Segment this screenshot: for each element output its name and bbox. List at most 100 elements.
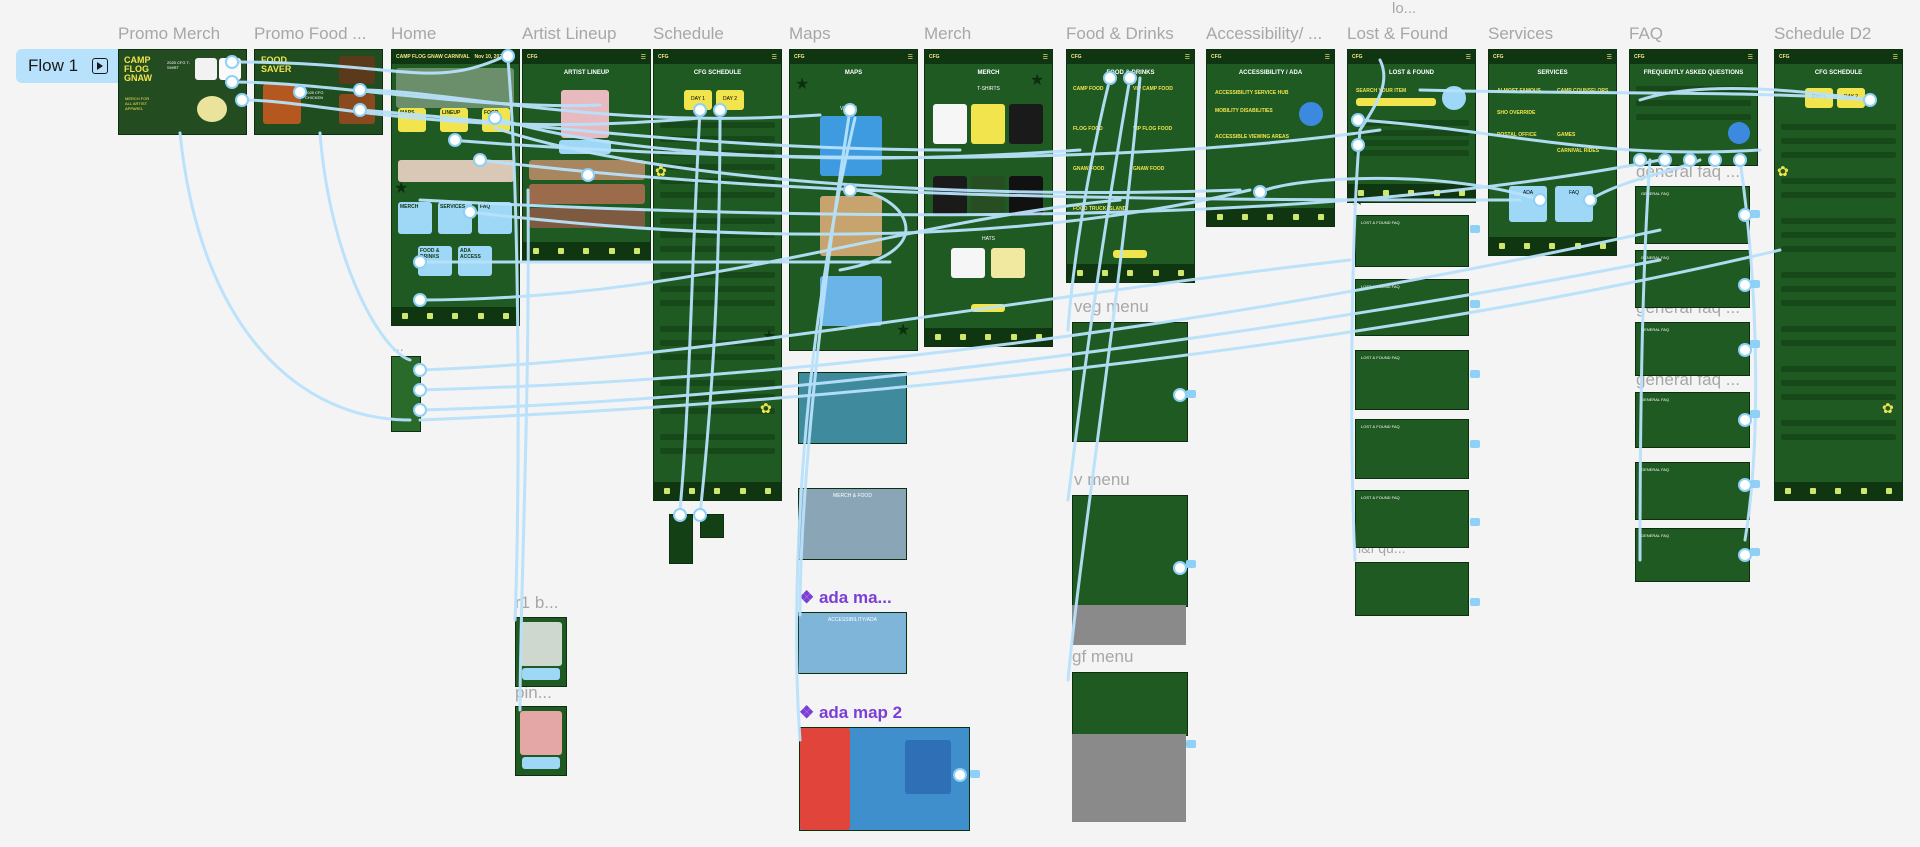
frame-label-lost-found[interactable]: Lost & Found	[1347, 24, 1449, 43]
schedule-d2-row[interactable]	[1781, 286, 1896, 292]
frame-merch[interactable]: CFG☰ MERCH T-SHIRTS HATS	[924, 49, 1053, 347]
schedule-row[interactable]	[660, 286, 775, 292]
frame-general-faq-2[interactable]: GENERAL FAQ	[1635, 250, 1750, 308]
schedule-row[interactable]	[660, 178, 775, 184]
services-faq-tile[interactable]: FAQ	[1555, 186, 1593, 222]
featured-artist-image[interactable]	[561, 90, 609, 138]
schedule-row[interactable]	[660, 434, 775, 440]
schedule-d2-row[interactable]	[1781, 218, 1896, 224]
service-item[interactable]: POSTAL OFFICE	[1497, 132, 1537, 138]
frame-gf-menu[interactable]	[1072, 672, 1188, 736]
schedule-row[interactable]	[660, 340, 775, 346]
hamburger-menu-icon[interactable]: ☰	[907, 54, 913, 61]
hamburger-menu-icon[interactable]: ☰	[1042, 54, 1048, 61]
schedule-d2-row[interactable]	[1781, 340, 1896, 346]
frame-schedule[interactable]: CFG☰ CFG SCHEDULE DAY 1 DAY 2	[653, 49, 782, 501]
frame-map-venue[interactable]	[798, 372, 907, 444]
food-bottom-nav[interactable]	[1067, 264, 1194, 282]
frame-general-faq-3[interactable]: GENERAL FAQ	[1635, 322, 1750, 376]
lost-found-row[interactable]	[1354, 140, 1469, 146]
frame-label-schedule-d2[interactable]: Schedule D2	[1774, 24, 1872, 43]
lost-found-search-input[interactable]	[1356, 98, 1436, 106]
ada-item[interactable]: ACCESSIBILITY SERVICE HUB	[1215, 90, 1289, 96]
schedule-row[interactable]	[660, 136, 775, 142]
food-item[interactable]: GNAW FOOD	[1133, 166, 1165, 172]
frame-r1-artist-card[interactable]	[515, 617, 567, 687]
frame-general-faq-5[interactable]: GENERAL FAQ	[1635, 462, 1750, 520]
merch-tshirt-2[interactable]	[971, 104, 1005, 144]
frame-label-promo-food[interactable]: Promo Food ...	[254, 24, 367, 43]
merch-hat-1[interactable]	[951, 248, 985, 278]
frame-lost-found-faq-4[interactable]: LOST & FOUND FAQ	[1355, 419, 1469, 479]
frame-maps[interactable]: CFG☰ MAPS VENUE	[789, 49, 918, 351]
home-tile-food[interactable]: FOOD	[482, 108, 510, 132]
schedule-d2-row[interactable]	[1781, 366, 1896, 372]
hamburger-menu-icon[interactable]: ☰	[1184, 54, 1190, 61]
merch-tshirt-3[interactable]	[1009, 104, 1043, 144]
home-bottom-nav[interactable]	[392, 307, 519, 325]
schedule-d2-bottom-nav[interactable]	[1775, 482, 1902, 500]
frame-label-lo[interactable]: lo...	[1392, 0, 1417, 17]
hamburger-menu-icon[interactable]: ☰	[509, 54, 515, 61]
frame-label-schedule[interactable]: Schedule	[653, 24, 724, 43]
food-item[interactable]: GNAW FOOD	[1073, 166, 1105, 172]
nav-info-icon[interactable]	[503, 313, 510, 319]
faq-row[interactable]	[1636, 100, 1751, 106]
frame-accessibility[interactable]: CFG☰ ACCESSIBILITY / ADA ACCESSIBILITY S…	[1206, 49, 1335, 227]
merch-bottom-nav[interactable]	[925, 328, 1052, 346]
frame-schedule-mini-2[interactable]	[700, 514, 724, 538]
component-label-ada-map[interactable]: ❖ ada ma...	[799, 588, 892, 607]
frame-schedule-d2[interactable]: CFG☰ CFG SCHEDULE DAY 1 DAY 2	[1774, 49, 1903, 501]
hamburger-menu-icon[interactable]: ☰	[1324, 54, 1330, 61]
faq-row[interactable]	[1636, 114, 1751, 120]
schedule-d2-row[interactable]	[1781, 124, 1896, 130]
frame-label-services[interactable]: Services	[1488, 24, 1554, 43]
frame-map-ada[interactable]: ACCESSIBILITY/ADA	[798, 612, 907, 674]
merch-hoodie-1[interactable]	[933, 176, 967, 216]
schedule-row[interactable]	[660, 232, 775, 238]
frame-lost-found-faq-6[interactable]	[1355, 562, 1469, 616]
frame-v-menu[interactable]	[1072, 495, 1188, 607]
merch-view-all-button[interactable]	[971, 304, 1005, 312]
food-item[interactable]: VIP CAMP FOOD	[1133, 86, 1173, 92]
frame-label-veg-menu[interactable]: veg menu	[1074, 297, 1149, 316]
schedule-d2-day-1-button[interactable]: DAY 1	[1805, 88, 1833, 108]
schedule-row[interactable]	[660, 394, 775, 400]
hamburger-menu-icon[interactable]: ☰	[1606, 54, 1612, 61]
frame-label-faq[interactable]: FAQ	[1629, 24, 1664, 43]
ada-item[interactable]: MOBILITY DISABILITIES	[1215, 108, 1273, 114]
schedule-row[interactable]	[660, 122, 775, 128]
merch-food-map-thumbnail[interactable]	[820, 196, 882, 256]
food-item[interactable]: CAMP FOOD	[1073, 86, 1104, 92]
component-label-ada-map-2[interactable]: ❖ ada map 2	[799, 703, 903, 722]
home-tile-services[interactable]: SERVICES	[438, 202, 472, 234]
frame-services[interactable]: CFG☰ SERVICES ALMOST FAMOUS CAMP COUNSEL…	[1488, 49, 1617, 256]
schedule-d2-row[interactable]	[1781, 420, 1896, 426]
services-bottom-nav[interactable]	[1489, 237, 1616, 255]
schedule-row[interactable]	[660, 192, 775, 198]
schedule-row[interactable]	[660, 164, 775, 170]
schedule-row[interactable]	[660, 380, 775, 386]
service-item[interactable]: CARNIVAL RIDES	[1557, 148, 1600, 154]
search-icon[interactable]	[1442, 86, 1466, 110]
service-item[interactable]: SHO OVERRIDE	[1497, 110, 1536, 116]
services-ada-tile[interactable]: ADA	[1509, 186, 1547, 222]
schedule-d2-row[interactable]	[1781, 380, 1896, 386]
frame-label-food-drinks[interactable]: Food & Drinks	[1066, 24, 1174, 43]
home-tile-maps[interactable]: MAPS	[398, 108, 426, 132]
lost-found-row[interactable]	[1354, 150, 1469, 156]
schedule-bottom-nav[interactable]	[654, 482, 781, 500]
frame-label-gf-menu[interactable]: gf menu	[1072, 647, 1134, 666]
ada-bottom-nav[interactable]	[1207, 208, 1334, 226]
schedule-d2-row[interactable]	[1781, 300, 1896, 306]
frame-ada-map-2[interactable]	[799, 727, 970, 831]
faq-row[interactable]	[1636, 86, 1751, 92]
frame-label-promo-merch[interactable]: Promo Merch	[118, 24, 221, 43]
schedule-d2-row[interactable]	[1781, 138, 1896, 144]
schedule-d2-row[interactable]	[1781, 394, 1896, 400]
schedule-d2-row[interactable]	[1781, 152, 1896, 158]
frame-promo-merch[interactable]: CAMP FLOG GNAW 2025 CFG T-SHIRT MERCH FO…	[118, 49, 247, 135]
featured-artist-card[interactable]	[559, 140, 611, 154]
lost-found-row[interactable]	[1354, 120, 1469, 126]
